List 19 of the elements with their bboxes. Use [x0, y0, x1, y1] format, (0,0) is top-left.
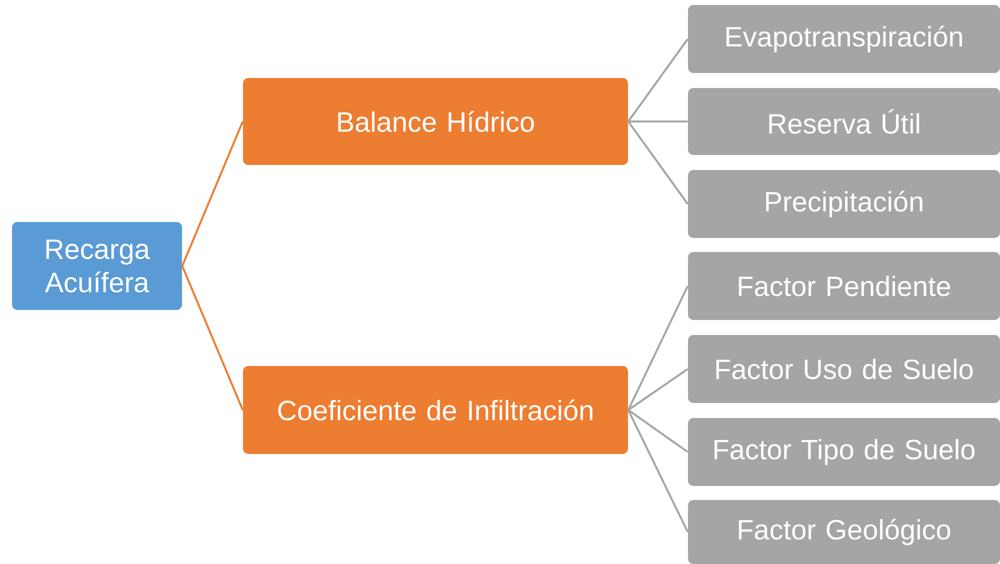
category-box: Balance Hídrico: [243, 78, 628, 165]
connector-line: [181, 266, 244, 410]
connector-line: [627, 120, 689, 205]
factor-box: Reserva Útil: [688, 88, 1000, 155]
root-box: Recarga Acuífera: [12, 222, 182, 310]
factor-box: Precipitación: [688, 170, 1000, 238]
connector-line: [627, 410, 689, 532]
factor-box: Factor Uso de Suelo: [688, 335, 1000, 403]
connector-line: [181, 121, 244, 266]
connector-line: [628, 120, 688, 122]
factor-box: Factor Geológico: [688, 500, 1000, 564]
factor-box: Factor Pendiente: [688, 252, 1000, 320]
connector-line: [628, 409, 688, 453]
connector-line: [627, 38, 689, 122]
factor-box: Evapotranspiración: [688, 5, 1000, 73]
category-box: Coeficiente de Infiltración: [243, 366, 628, 454]
connector-line: [628, 368, 688, 411]
factor-box: Factor Tipo de Suelo: [688, 418, 1000, 486]
connector-line: [627, 286, 689, 410]
